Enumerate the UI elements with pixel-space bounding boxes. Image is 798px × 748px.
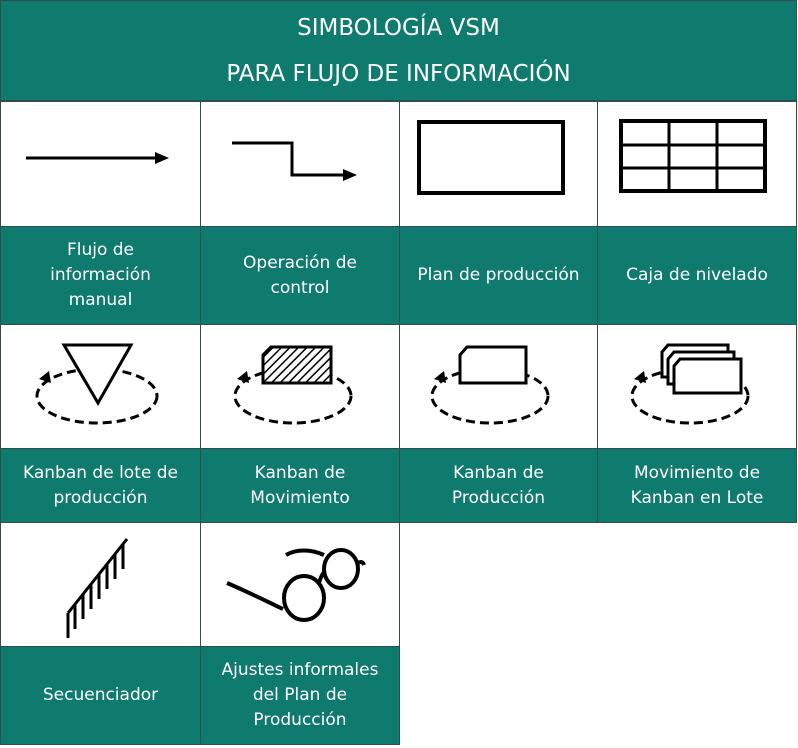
symbol-label: Movimiento de Kanban en Lote — [630, 462, 764, 508]
signal-kanban-triangle-icon — [35, 343, 159, 425]
symbol-label: Plan de producción — [417, 265, 580, 285]
symbol-label: Secuenciador — [42, 685, 159, 705]
symbol-label: Kanban de lote de producción — [23, 462, 178, 508]
symbol-label: Ajustes informales del Plan de Producció… — [221, 660, 379, 730]
symbol-cell-signal-kanban — [0, 324, 201, 449]
label-cell-withdrawal-kanban: Kanban de Movimiento — [200, 448, 400, 523]
symbol-cell-control-operation — [200, 101, 400, 227]
symbol-label: Flujo de información manual — [50, 240, 151, 310]
symbol-cell-go-see — [200, 522, 400, 647]
symbol-cell-manual-info — [0, 101, 201, 227]
symbol-label: Operación de control — [243, 252, 357, 298]
kanban-batch-icon — [630, 343, 750, 425]
symbol-label: Kanban de Producción — [451, 462, 546, 508]
symbol-cell-production-kanban — [399, 324, 598, 449]
label-cell-control-operation: Operación de control — [200, 226, 400, 325]
load-leveling-box-icon — [619, 119, 767, 193]
title-banner: SIMBOLOGÍA VSM PARA FLUJO DE INFORMACIÓN — [0, 0, 797, 101]
manual-info-arrow-icon — [26, 152, 169, 164]
withdrawal-kanban-icon — [233, 345, 353, 425]
label-cell-production-kanban: Kanban de Producción — [399, 448, 598, 523]
label-cell-sequencer: Secuenciador — [0, 646, 201, 745]
sequencer-rail-icon — [66, 538, 129, 638]
symbol-cell-kanban-batch — [597, 324, 797, 449]
production-kanban-icon — [430, 345, 550, 425]
label-cell-signal-kanban: Kanban de lote de producción — [0, 448, 201, 523]
symbol-cell-leveling-box — [597, 101, 797, 227]
title-line-1: SIMBOLOGÍA VSM — [297, 15, 500, 41]
symbol-cell-production-plan — [399, 101, 598, 227]
symbol-label: Caja de nivelado — [626, 265, 768, 285]
title-line-2: PARA FLUJO DE INFORMACIÓN — [226, 61, 571, 87]
go-see-glasses-icon — [226, 548, 366, 622]
symbol-cell-sequencer — [0, 522, 201, 647]
electronic-info-arrow-icon — [232, 141, 357, 181]
label-cell-manual-info: Flujo de información manual — [0, 226, 201, 325]
label-cell-kanban-batch: Movimiento de Kanban en Lote — [597, 448, 797, 523]
label-cell-production-plan: Plan de producción — [399, 226, 598, 325]
symbol-label: Kanban de Movimiento — [250, 462, 350, 508]
label-cell-leveling-box: Caja de nivelado — [597, 226, 797, 325]
label-cell-go-see: Ajustes informales del Plan de Producció… — [200, 646, 400, 745]
symbol-cell-withdrawal-kanban — [200, 324, 400, 449]
production-plan-rectangle-icon — [417, 120, 565, 195]
